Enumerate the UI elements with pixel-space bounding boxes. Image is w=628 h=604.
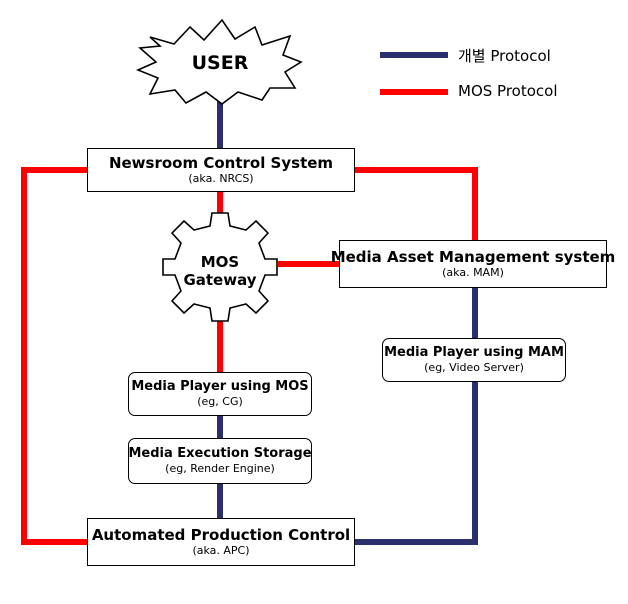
storage-title: Media Execution Storage — [128, 446, 312, 461]
apc-subtitle: (aka. APC) — [192, 544, 250, 557]
gateway-gear-shape — [162, 212, 278, 322]
nrcs-node: Newsroom Control System (aka. NRCS) — [87, 148, 355, 192]
player-mam-title: Media Player using MAM — [384, 345, 564, 360]
player-mam-subtitle: (eg, Video Server) — [424, 361, 524, 374]
gateway-node-label: MOS Gateway — [170, 253, 270, 289]
legend-mos-label: MOS Protocol — [458, 82, 558, 100]
apc-node: Automated Production Control (aka. APC) — [87, 518, 355, 566]
user-node-label: USER — [191, 52, 249, 74]
mos-link-nrcs-mam — [355, 167, 478, 240]
storage-node: Media Execution Storage (eg, Render Engi… — [128, 438, 312, 484]
player-mos-title: Media Player using MOS — [131, 379, 309, 394]
mos-link-nrcs-apc — [21, 167, 87, 545]
nrcs-title: Newsroom Control System — [108, 154, 334, 172]
user-starburst-shape — [135, 18, 303, 105]
gateway-label-line2: Gateway — [183, 271, 257, 289]
player-mam-node: Media Player using MAM (eg, Video Server… — [382, 338, 566, 382]
player-mos-node: Media Player using MOS (eg, CG) — [128, 372, 312, 416]
nrcs-subtitle: (aka. NRCS) — [188, 172, 254, 185]
mam-title: Media Asset Management system — [330, 248, 616, 266]
apc-title: Automated Production Control — [91, 526, 351, 544]
player-mos-subtitle: (eg, CG) — [197, 395, 243, 408]
individual-link-player-apc — [355, 382, 478, 545]
storage-subtitle: (eg, Render Engine) — [165, 462, 275, 475]
legend-individual-label: 개별 Protocol — [458, 47, 551, 65]
mam-node: Media Asset Management system (aka. MAM) — [331, 240, 615, 288]
mam-subtitle: (aka. MAM) — [442, 266, 504, 279]
gateway-label-line1: MOS — [200, 253, 240, 271]
